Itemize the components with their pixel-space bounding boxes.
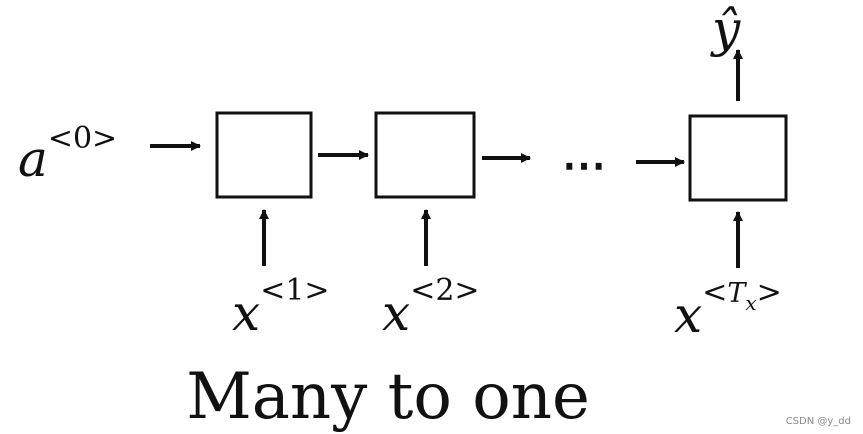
input-last-sup-open: < [702, 275, 727, 310]
diagram-caption: Many to one [186, 360, 590, 434]
initial-activation-label: a<0> [18, 121, 117, 188]
initial-activation-base: a [18, 130, 48, 188]
input-last-sup-var: T [727, 278, 747, 309]
input-1-base: x [232, 284, 260, 342]
rnn-cell-1 [215, 111, 313, 199]
input-last-sup-sub: x [745, 291, 756, 315]
input-2-superscript: <2> [410, 273, 479, 308]
input-last-base: x [674, 286, 702, 344]
input-label-2: x<2> [382, 273, 480, 342]
initial-activation-superscript: <0> [48, 121, 117, 156]
input-1-superscript: <1> [260, 273, 329, 308]
rnn-cell-2 [374, 111, 476, 199]
input-label-1: x<1> [232, 273, 330, 342]
input-2-base: x [382, 284, 410, 342]
input-last-sup-close: > [757, 275, 782, 310]
ellipsis: ⋯ [562, 140, 606, 191]
input-label-last: x<Tx> [674, 275, 782, 344]
output-label: ŷ [710, 0, 741, 58]
rnn-cell-last [688, 114, 788, 202]
watermark: CSDN @y_dd [786, 416, 851, 427]
